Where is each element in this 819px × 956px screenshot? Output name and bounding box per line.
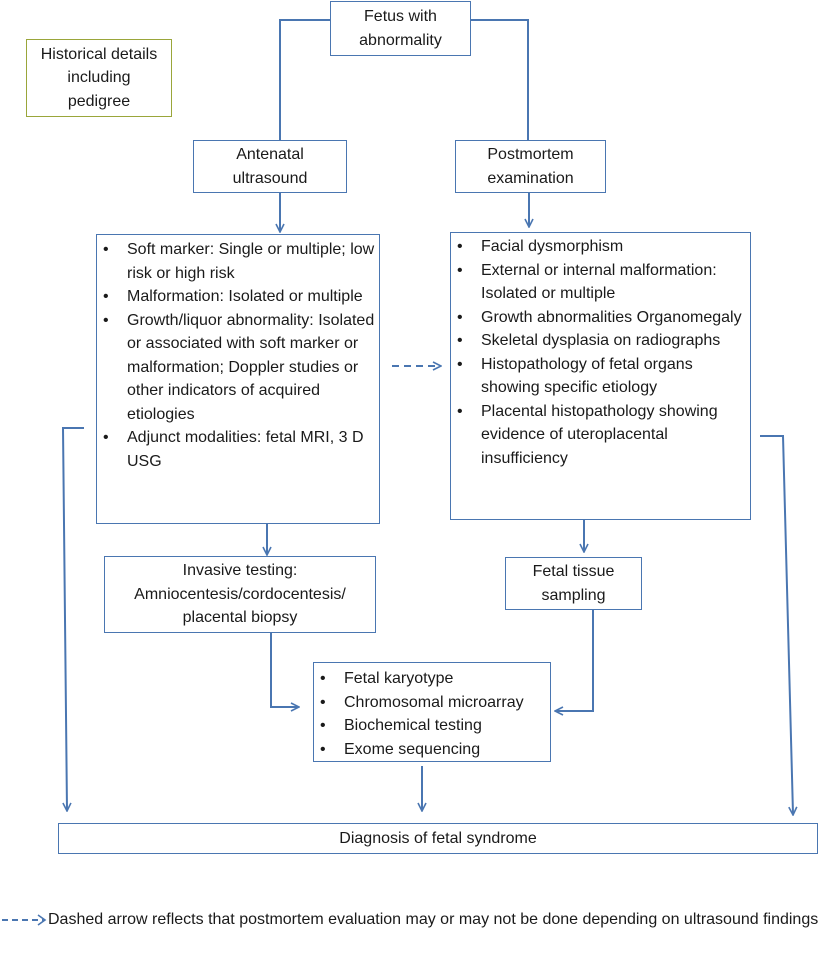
- arrow-invasive-to-tests: [270, 633, 298, 707]
- arrow-postmortem-to-diagnosis: [760, 435, 793, 814]
- genetic-tests-box: Fetal karyotype Chromosomal microarray B…: [313, 662, 551, 762]
- antenatal-label: Antenatal ultrasound: [232, 146, 308, 187]
- arrow-antenatal-to-diagnosis: [61, 427, 84, 810]
- history-box: Historical details including pedigree: [26, 39, 172, 117]
- list-item: Histopathology of fetal organs showing s…: [451, 353, 746, 400]
- diagnosis-box: Diagnosis of fetal syndrome: [58, 823, 818, 854]
- list-item: Placental histopathology showing evidenc…: [451, 400, 746, 471]
- fetus-box: Fetus with abnormality: [330, 1, 471, 56]
- list-item: Facial dysmorphism: [451, 235, 746, 259]
- antenatal-findings-box: Soft marker: Single or multiple; low ris…: [96, 234, 380, 524]
- invasive-label: Invasive testing: Amniocentesis/cordocen…: [134, 562, 346, 627]
- list-item: Fetal karyotype: [314, 667, 546, 691]
- arrow-fetus-to-antenatal: [279, 19, 330, 140]
- tissue-label: Fetal tissue sampling: [532, 563, 615, 604]
- list-item: Malformation: Isolated or multiple: [97, 285, 375, 309]
- history-label: Historical details including pedigree: [40, 45, 158, 110]
- footnote-text: Dashed arrow reflects that postmortem ev…: [48, 911, 819, 928]
- postmortem-findings-box: Facial dysmorphism External or internal …: [450, 232, 751, 520]
- antenatal-findings-list: Soft marker: Single or multiple; low ris…: [97, 238, 375, 473]
- list-item: Adjunct modalities: fetal MRI, 3 D USG: [97, 426, 375, 473]
- invasive-testing-box: Invasive testing: Amniocentesis/cordocen…: [104, 556, 376, 633]
- list-item: Growth abnormalities Organomegaly: [451, 306, 746, 330]
- diagnosis-label: Diagnosis of fetal syndrome: [339, 829, 537, 847]
- list-item: Skeletal dysplasia on radiographs: [451, 329, 746, 353]
- list-item: Soft marker: Single or multiple; low ris…: [97, 238, 375, 285]
- antenatal-ultrasound-box: Antenatal ultrasound: [193, 140, 347, 193]
- footnote: Dashed arrow reflects that postmortem ev…: [0, 908, 819, 931]
- dashed-arrow-legend-icon: [2, 914, 47, 926]
- fetus-label: Fetus with abnormality: [359, 8, 442, 49]
- postmortem-label: Postmortem examination: [487, 146, 574, 187]
- list-item: Biochemical testing: [314, 714, 546, 738]
- postmortem-findings-list: Facial dysmorphism External or internal …: [451, 235, 746, 470]
- list-item: Exome sequencing: [314, 738, 546, 762]
- postmortem-examination-box: Postmortem examination: [455, 140, 606, 193]
- arrow-fetus-to-postmortem: [471, 19, 529, 140]
- list-item: Growth/liquor abnormality: Isolated or a…: [97, 309, 375, 427]
- arrow-tissue-to-tests: [556, 610, 594, 711]
- fetal-tissue-sampling-box: Fetal tissue sampling: [505, 557, 642, 610]
- list-item: External or internal malformation: Isola…: [451, 259, 746, 306]
- genetic-tests-list: Fetal karyotype Chromosomal microarray B…: [314, 667, 546, 761]
- list-item: Chromosomal microarray: [314, 691, 546, 715]
